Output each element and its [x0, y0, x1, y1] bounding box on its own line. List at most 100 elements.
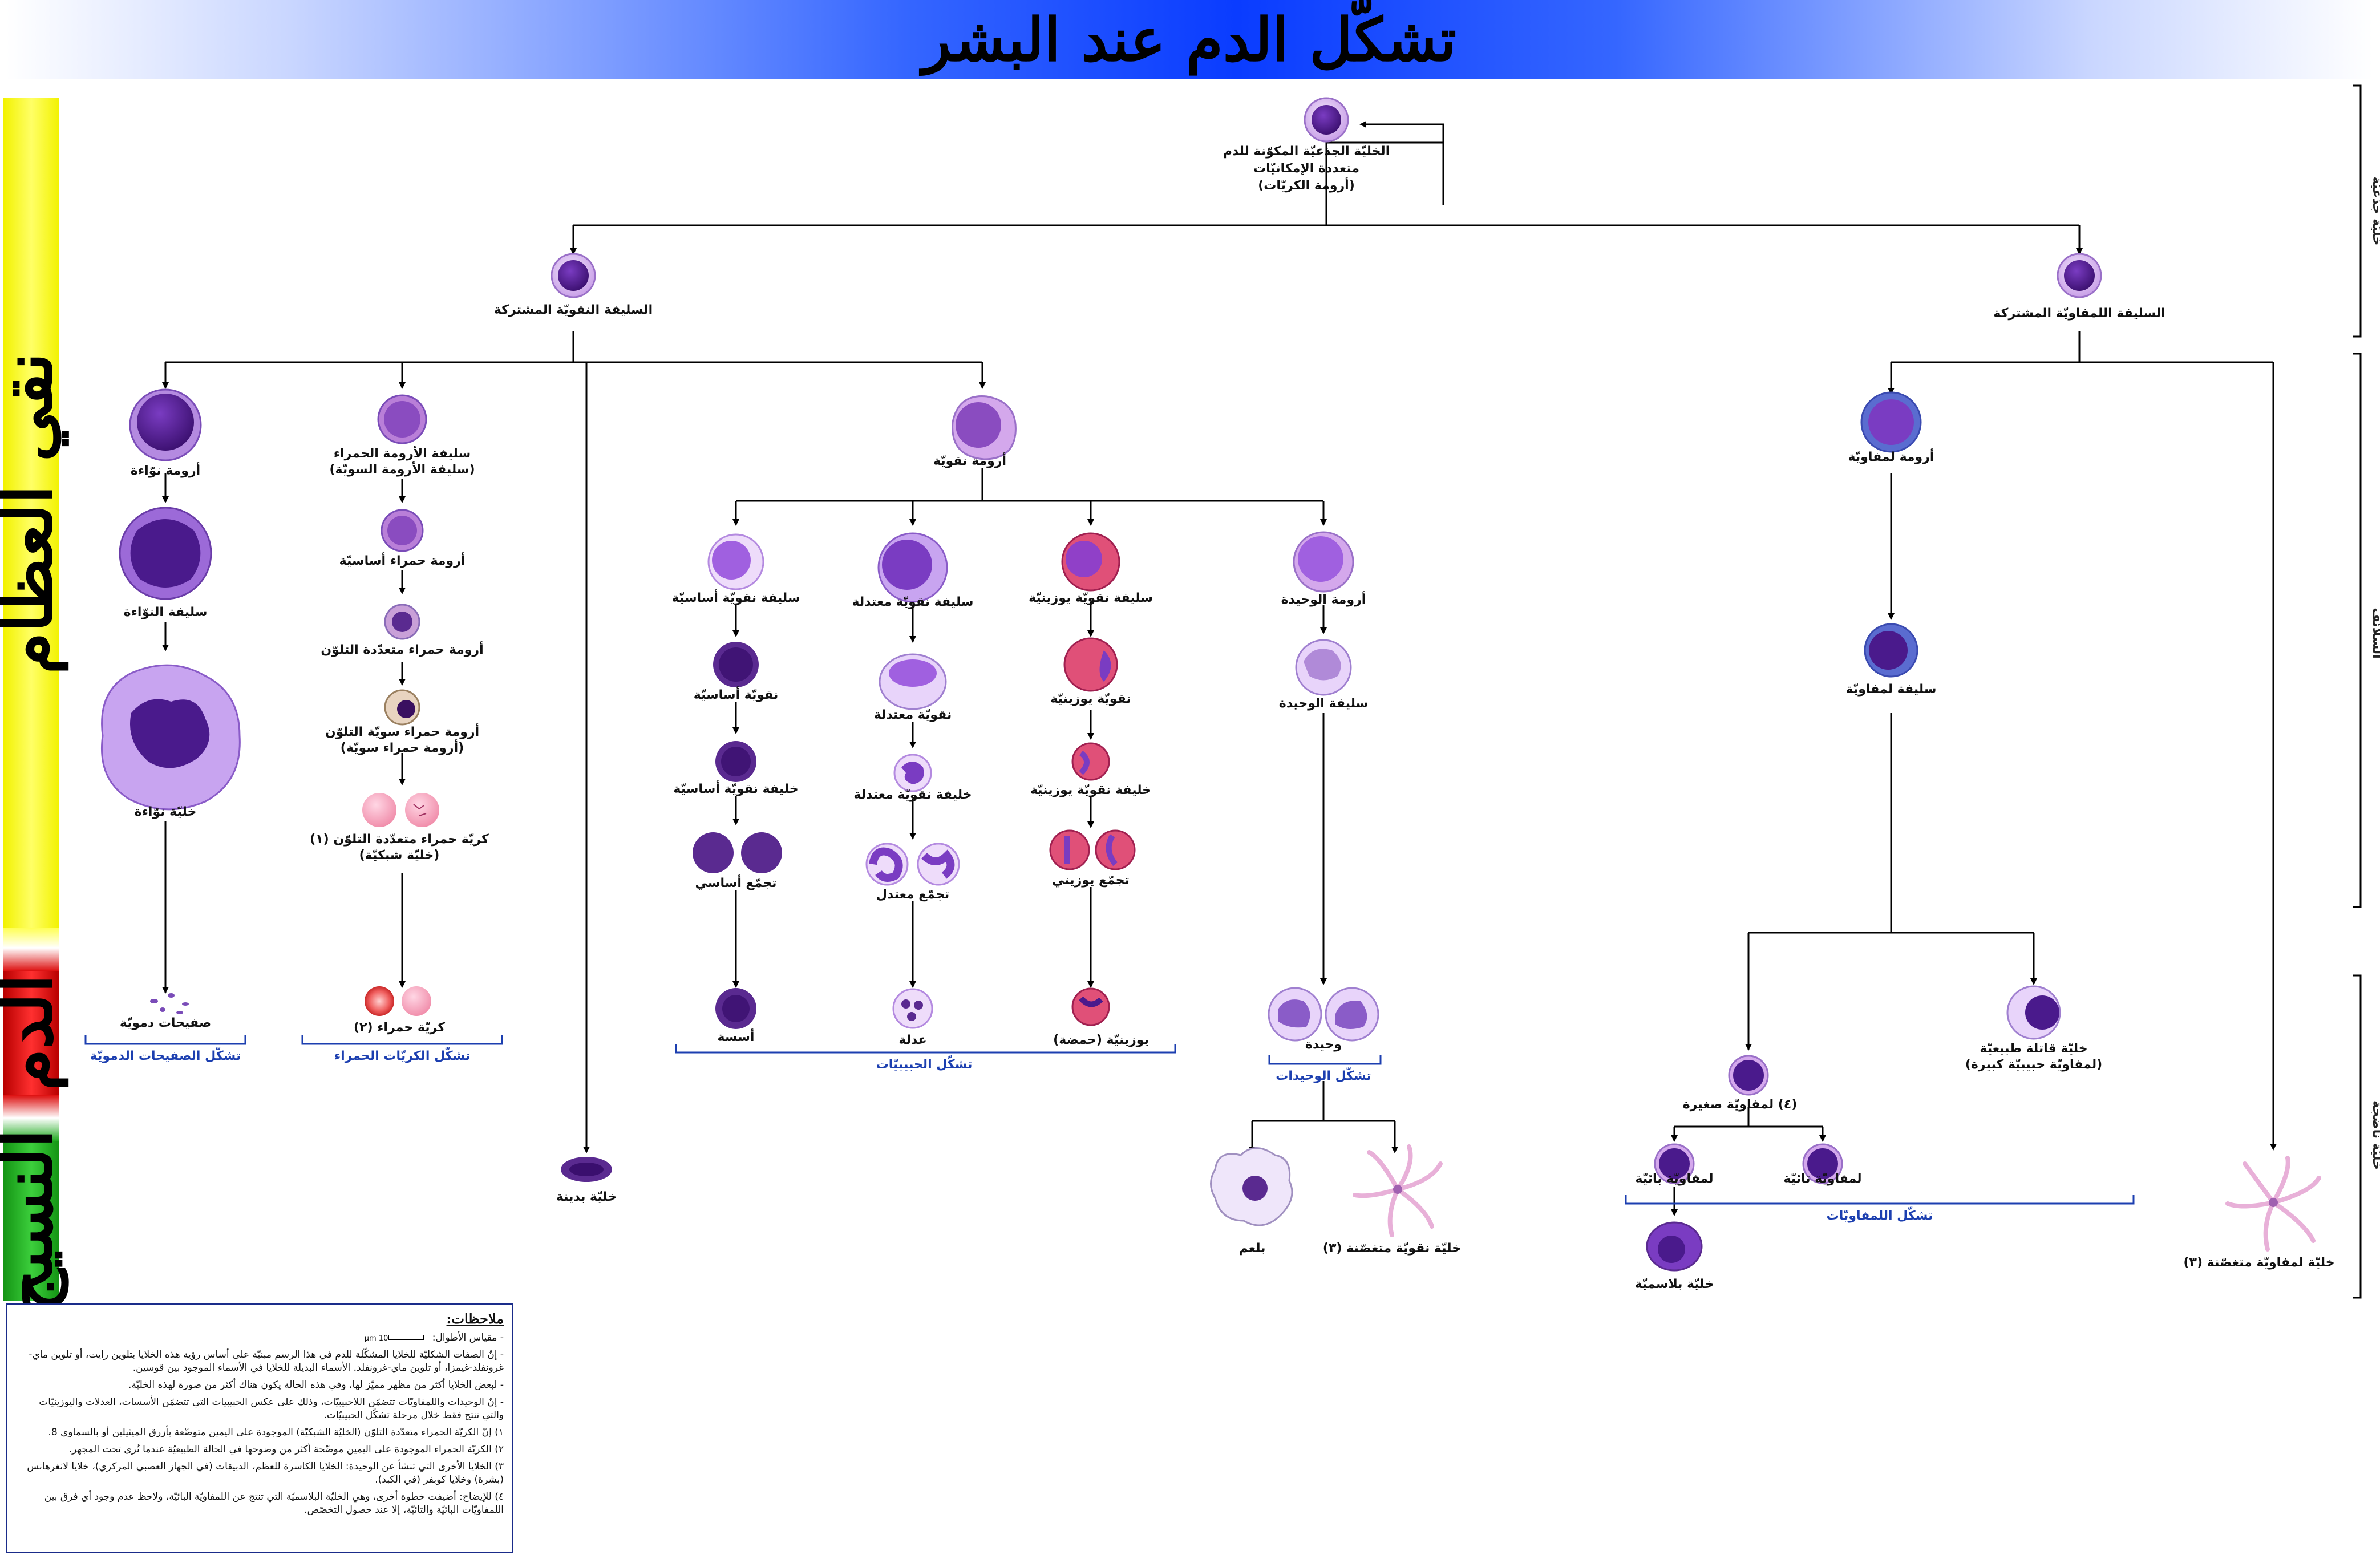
neutrophil-label: عدلة	[898, 1033, 926, 1047]
neut-band-cells	[865, 843, 960, 886]
page-title: تشكّل الدم عند البشر	[922, 5, 1457, 75]
proerythroblast-label: سليفة الأرومة الحمراء(سليفة الأرومة السو…	[329, 445, 475, 477]
myeloblast-cell	[952, 395, 1017, 460]
note-item: - إنّ الصفات الشكليّة للخلايا المشكّلة ل…	[29, 1349, 504, 1374]
basophil-cell	[715, 988, 756, 1029]
eos-metamyelocyte-cell	[1071, 742, 1110, 781]
neut-promyelocyte-cell	[877, 532, 948, 603]
note-item: ٤) للإيضاح: أضيفت خطوة أخرى، وهي الخليّة…	[44, 1491, 504, 1516]
prolymphocyte-cell	[1864, 623, 1918, 678]
myeloblast-label: أرومة نقويّة	[933, 452, 1006, 468]
promonocyte-cell	[1295, 639, 1352, 696]
baso-metamyelocyte-cell	[715, 741, 756, 782]
polychromatic-erythroblast-label: أرومة حمراء متعدّدة التلوّن	[321, 641, 483, 657]
neutrophil-cell	[892, 988, 933, 1029]
baso-promyelocyte-label: سليفة نقويّة أساسيّة	[672, 589, 800, 605]
nk-cell-label: خليّة قاتلة طبيعيّة(لمفاويّة حبيبيّة كبي…	[1965, 1042, 2102, 1072]
group-label-thrombopoiesis: تشكّل الصفيحات الدمويّة	[90, 1047, 241, 1063]
eos-band-label: تجمّع يوزيني	[1052, 873, 1130, 888]
eos-myelocyte-label: نقويّة يوزينيّة	[1050, 692, 1131, 706]
neut-promyelocyte-label: سليفة نقويّة معتدلة	[852, 595, 974, 609]
plasma-cell-label: خليّة بلاسميّة	[1635, 1277, 1714, 1291]
note-item: - إنّ الوحيدات واللمفاويّات تتضمّن اللاح…	[39, 1396, 504, 1422]
platelets-cells	[150, 993, 189, 1014]
eos-promyelocyte-cell	[1061, 532, 1120, 592]
cmp-cell	[551, 253, 596, 298]
orthochromatic-erythroblast-cell	[384, 689, 420, 726]
proerythroblast-cell	[377, 394, 427, 444]
myeloid-dc-label: خليّة نقويّة متغصّنة (٣)	[1323, 1241, 1461, 1256]
note-item: ٢) الكريّة الحمراء الموجودة على اليمين م…	[68, 1443, 504, 1455]
lymphoid-dendritic-cell	[2225, 1156, 2321, 1252]
myeloid-dendritic-cell	[1353, 1144, 1443, 1237]
clp-label: السليفة اللمفاويّة المشتركة	[1993, 306, 2165, 321]
small-lymphocyte-label: (٤) لمفاويّة صغيرة	[1683, 1098, 1798, 1112]
promonocyte-label: سليفة الوحيدة	[1279, 697, 1369, 711]
band-blood	[3, 971, 59, 1095]
baso-metamyelocyte-label: خليفة نقويّة أساسيّة	[673, 780, 798, 796]
macrophage-cell	[1210, 1147, 1293, 1226]
stage-label-mature: خليّة ناضجة	[2370, 1100, 2380, 1170]
eos-myelocyte-cell	[1063, 637, 1118, 692]
notes-heading: ملاحظات:	[446, 1310, 504, 1327]
neut-myelocyte-label: نقويّة معتدلة	[874, 708, 952, 722]
basophilic-erythroblast-label: أرومة حمراء أساسيّة	[339, 552, 466, 568]
note-item: - لبعض الخلايا أكثر من مظهر مميّز لها، و…	[128, 1379, 504, 1391]
clp-cell	[2057, 253, 2102, 298]
neut-metamyelocyte-cell	[893, 754, 932, 792]
nk-cell	[2006, 985, 2061, 1040]
promegakaryocyte-label: سليفة النوّاءة	[124, 605, 208, 619]
lineage-connectors	[162, 121, 2277, 1216]
eosinophil-label: يوزينيّة (حمضة)	[1053, 1033, 1149, 1047]
erythrocyte-label: كريّة حمراء (٢)	[354, 1021, 445, 1035]
mast-cell-label: خليّة بدينة	[556, 1190, 617, 1204]
baso-band-label: تجمّع أساسي	[695, 874, 777, 890]
megakaryocyte-label: خليّة نوّاءة	[135, 805, 197, 819]
macrophage-label: بلعم	[1239, 1241, 1266, 1256]
notes-box: ملاحظات: - مقياس الأطوال: 10 µm - إنّ ال…	[6, 1303, 513, 1553]
cmp-label: السليفة النقويّة المشتركة	[494, 303, 653, 317]
eos-promyelocyte-label: سليفة نقويّة يوزينيّة	[1029, 591, 1153, 605]
basophilic-erythroblast-cell	[381, 509, 424, 552]
stage-label-stem: خليّة جذعيّة	[2370, 177, 2380, 246]
neut-myelocyte-cell	[879, 653, 947, 710]
group-brackets	[84, 1035, 2135, 1205]
t-lymphocyte-cell	[1802, 1143, 1843, 1184]
eos-metamyelocyte-label: خليفة نقويّة يوزينيّة	[1030, 783, 1151, 797]
lymphoblast-cell	[1860, 391, 1922, 453]
notes-scale-label: - مقياس الأطوال:	[432, 1332, 504, 1344]
small-lymphocyte-cell	[1728, 1055, 1769, 1096]
neut-metamyelocyte-label: خليفة نقويّة معتدلة	[853, 788, 972, 802]
baso-band-cells	[693, 832, 782, 873]
group-label-granulopoiesis: تشكّل الحبيبيّات	[876, 1055, 973, 1072]
neut-band-label: تجمّع معتدل	[876, 888, 949, 902]
band-tissue-label: النسيج	[0, 1129, 69, 1312]
band-marrow	[3, 98, 59, 928]
notes-scale: - مقياس الأطوال: 10 µm	[15, 1331, 504, 1345]
lymphoblast-label: أرومة لمفاويّة	[1848, 448, 1934, 464]
erythrocyte-cells	[365, 986, 431, 1016]
note-item: ١) إنّ الكريّة الحمراء متعدّدة التلوّن (…	[48, 1427, 504, 1439]
megakaryoblast-cell	[129, 388, 202, 461]
group-label-lymphopoiesis: تشكّل اللمفاويّات	[1827, 1206, 1933, 1223]
stage-label-precursors: السلائف	[2370, 608, 2380, 658]
basophil-label: أسسة	[718, 1028, 755, 1044]
promegakaryocyte-cell	[119, 507, 212, 600]
prolymphocyte-label: سليفة لمفاويّة	[1846, 682, 1937, 697]
megakaryoblast-label: أرومة نوّاءة	[131, 461, 200, 478]
group-label-erythropoiesis: تشكّل الكريّات الحمراء	[334, 1047, 470, 1063]
reticulocyte-label: كريّة حمراء متعدّدة التلوّن (١)(خليّة شب…	[310, 832, 489, 862]
title-bar: تشكّل الدم عند البشر	[6, 0, 2373, 79]
monocyte-label: وحيدة	[1305, 1038, 1342, 1052]
note-item: ٣) الخلايا الأخرى التي تنشأ عن الوحيدة: …	[27, 1460, 504, 1485]
plasma-cell	[1646, 1221, 1703, 1272]
group-label-monocytopoiesis: تشكّل الوحيدات	[1276, 1067, 1371, 1083]
megakaryocyte-cell	[100, 664, 241, 811]
band-tissue	[3, 1141, 59, 1301]
notes-scale-unit: 10 µm	[364, 1334, 388, 1343]
lymphoid-dc-label: خليّة لمفاويّة متغصّنة (٣)	[2183, 1256, 2334, 1270]
orthochromatic-erythroblast-label: أرومة حمراء سويّة التلوّن(أرومة حمراء سو…	[325, 723, 479, 755]
band-marrow-label: نقي العظام	[0, 353, 69, 674]
